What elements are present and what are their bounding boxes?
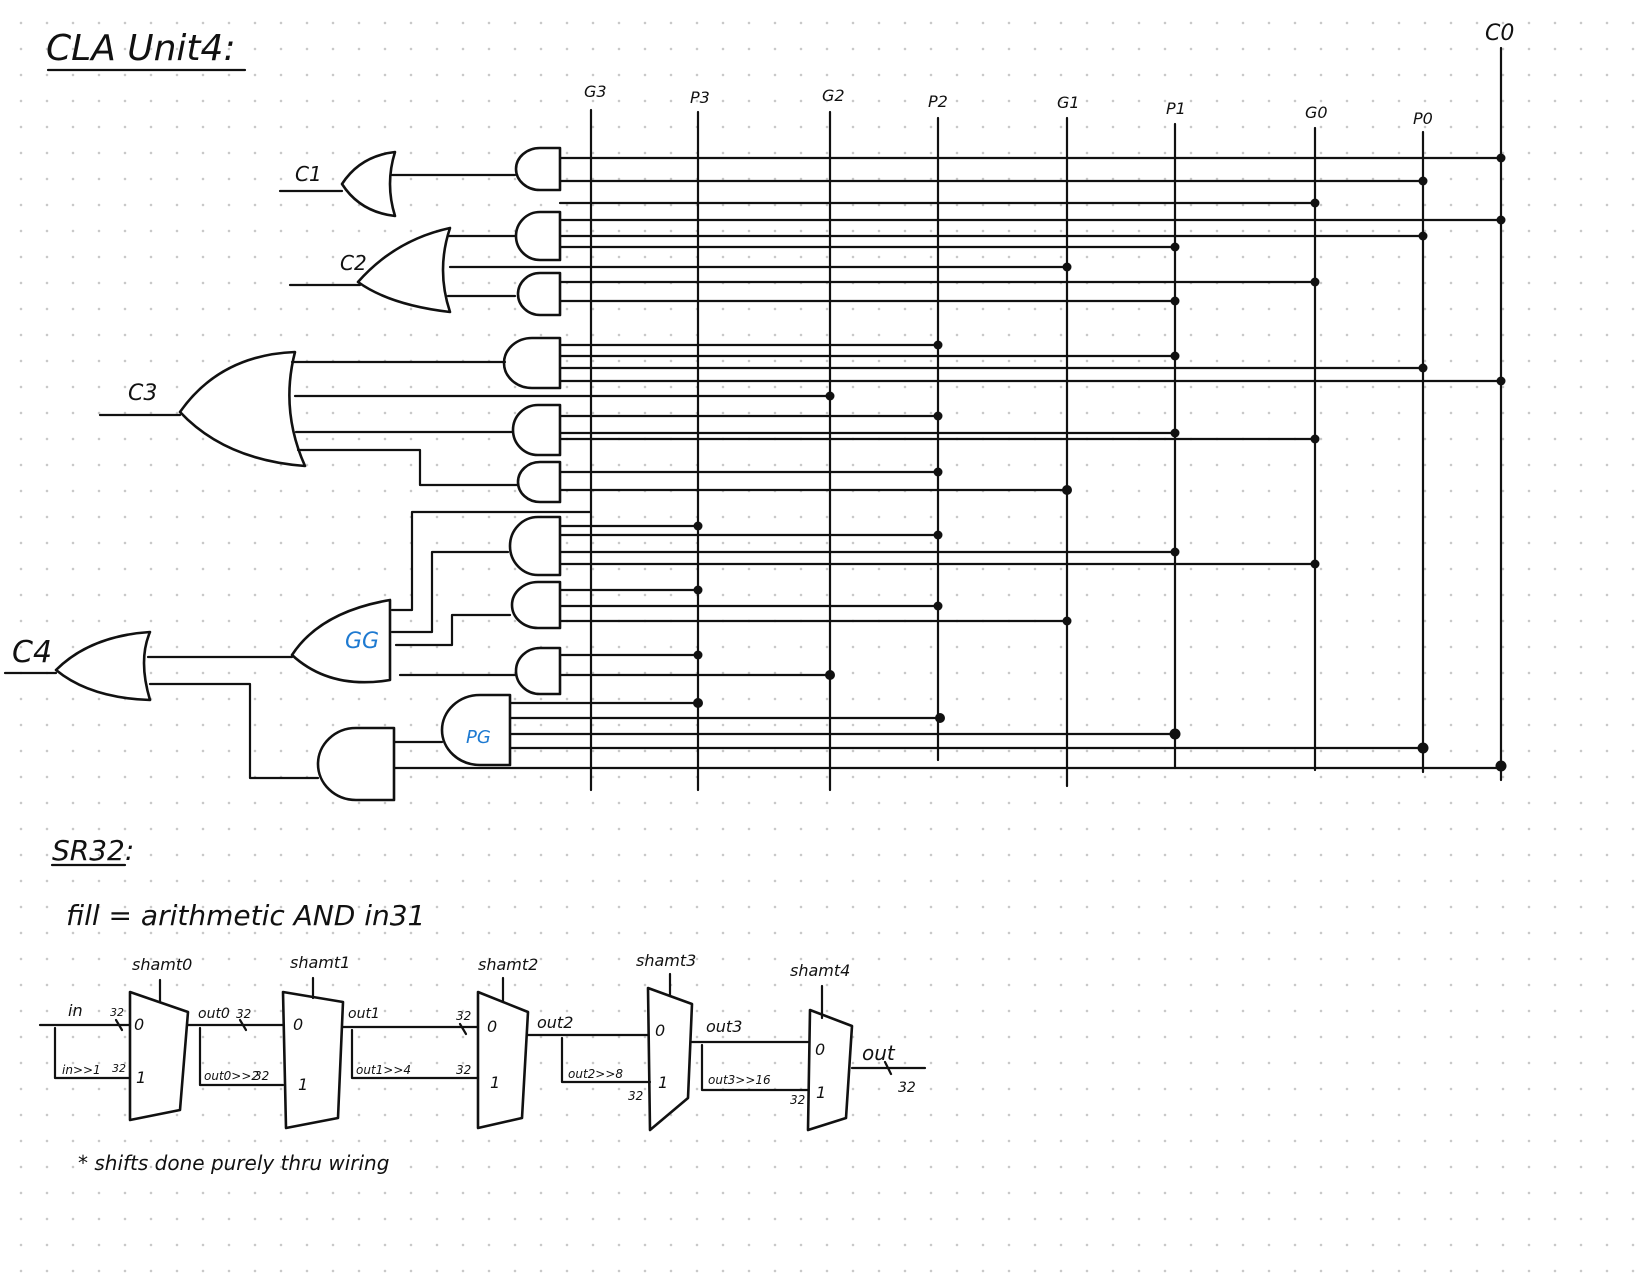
width-out0: 32 [236, 1007, 251, 1021]
label-p3: P3 [690, 88, 710, 107]
muxes [128, 986, 854, 1132]
mux4-sel1: 1 [816, 1083, 826, 1102]
width-in: 32 [110, 1006, 124, 1019]
sr32: SR32: fill = arithmetic AND in31 shamt0 … [38, 834, 927, 1175]
width-out0-shift: 32 [254, 1069, 269, 1083]
label-out3-shift16: out3>>16 [708, 1073, 771, 1087]
or-gates [54, 150, 452, 702]
mux4-sel0: 0 [815, 1040, 825, 1059]
label-shamt3: shamt3 [636, 951, 696, 970]
pg-gate [440, 693, 512, 767]
label-out0: out0 [198, 1006, 230, 1022]
mux3-sel1: 1 [658, 1073, 668, 1092]
label-out1: out1 [348, 1006, 380, 1022]
mux2-sel1: 1 [490, 1073, 500, 1092]
label-shamt2: shamt2 [478, 955, 538, 974]
label-in: in [68, 1001, 83, 1020]
and-gates [502, 146, 562, 696]
label-p2: P2 [928, 92, 948, 111]
label-c0: C0 [1485, 21, 1514, 46]
mux0-sel1: 1 [136, 1068, 146, 1087]
bus-width-marks: 32 32 32 32 32 32 32 32 32 [110, 1006, 916, 1107]
width-out3-shift: 32 [790, 1093, 805, 1107]
shift-footnote: * shifts done purely thru wiring [78, 1151, 389, 1175]
label-g0: G0 [1305, 103, 1328, 122]
label-c3: C3 [128, 381, 157, 406]
mux-4 [806, 1008, 854, 1132]
width-out1-shift: 32 [456, 1063, 471, 1077]
label-g2: G2 [822, 86, 845, 105]
and-input-lines [293, 156, 1503, 770]
label-p1: P1 [1166, 99, 1186, 118]
label-shamt4: shamt4 [790, 961, 850, 980]
junction-dots [693, 153, 1507, 772]
label-c1: C1 [295, 162, 322, 186]
label-pg: PG [466, 727, 491, 748]
label-out2: out2 [537, 1013, 573, 1032]
label-out: out [862, 1041, 896, 1065]
sr32-title: SR32: [52, 834, 134, 867]
select-lines [158, 972, 824, 1020]
label-out0-shift2: out0>>2 [204, 1069, 259, 1083]
mux1-sel0: 0 [293, 1015, 303, 1034]
mux3-sel0: 0 [655, 1021, 665, 1040]
mux-input-labels: 0 1 0 1 0 1 0 1 0 1 [134, 1015, 826, 1102]
width-in-shift: 32 [112, 1062, 126, 1075]
width-out2-shift: 32 [628, 1089, 643, 1103]
shifter-wires [38, 1023, 927, 1092]
mux-3 [646, 986, 694, 1132]
mux-2 [476, 990, 530, 1130]
label-gg: GG [345, 629, 379, 654]
mux-0 [128, 990, 190, 1122]
label-g1: G1 [1057, 93, 1080, 112]
label-shamt0: shamt0 [132, 955, 192, 974]
width-out: 32 [898, 1080, 916, 1096]
label-out1-shift4: out1>>4 [356, 1063, 411, 1077]
width-out1: 32 [456, 1009, 471, 1023]
gg-gate [290, 598, 392, 684]
label-g3: G3 [584, 82, 607, 101]
mux1-sel1: 1 [298, 1075, 308, 1094]
fill-note: fill = arithmetic AND in31 [66, 899, 425, 932]
signal-buses [589, 46, 1503, 792]
label-c4: C4 [12, 635, 52, 670]
label-c2: C2 [340, 251, 367, 275]
mux2-sel0: 0 [487, 1017, 497, 1036]
label-out3: out3 [706, 1017, 742, 1036]
cla-unit4: CLA Unit4: G3 P3 G2 P2 G1 P1 G0 P0 C0 [3, 21, 1514, 802]
mux0-sel0: 0 [134, 1015, 144, 1034]
label-in-shift1: in>>1 [62, 1063, 101, 1077]
label-p0: P0 [1413, 109, 1433, 128]
mux-1 [281, 990, 345, 1130]
label-shamt1: shamt1 [290, 953, 350, 972]
cla-title: CLA Unit4: [46, 28, 236, 69]
label-out2-shift8: out2>>8 [568, 1067, 623, 1081]
c4-and-gate [316, 726, 396, 802]
or-input-wires [146, 173, 593, 780]
